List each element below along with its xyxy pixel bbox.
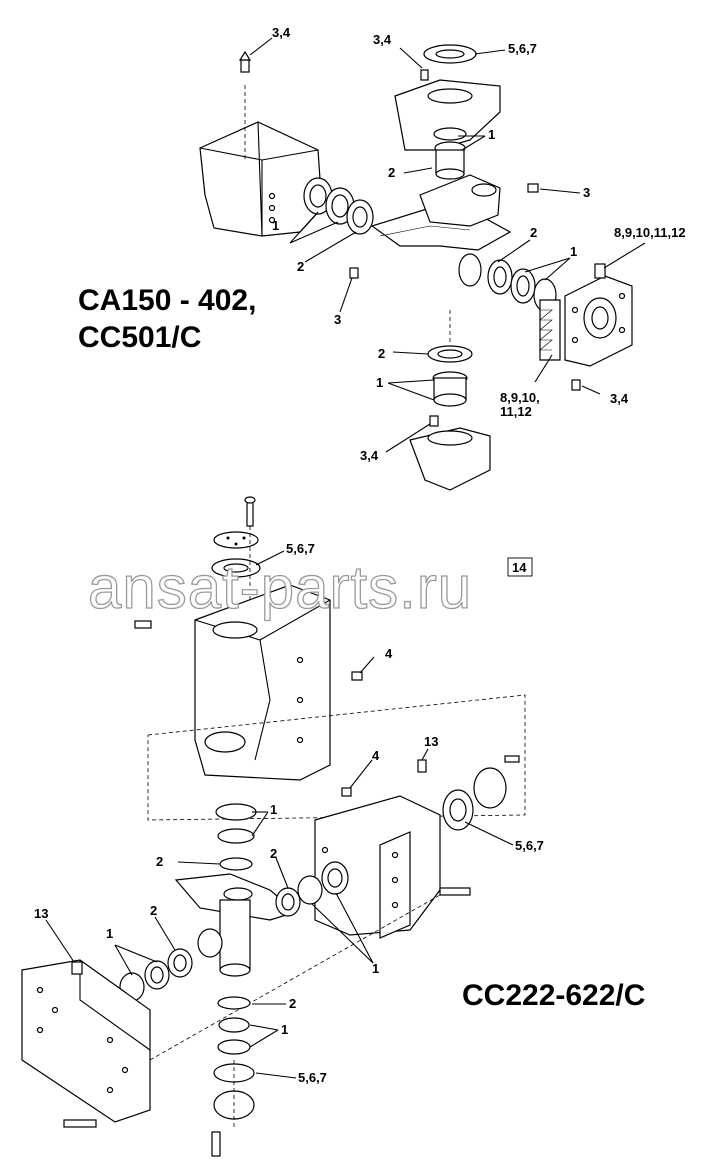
bottom-leader-lines — [45, 550, 514, 1079]
label-2-top-right: 2 — [530, 225, 537, 240]
label-2-top-left: 2 — [297, 259, 304, 274]
label-1-top-left: 1 — [272, 218, 279, 233]
label-2-top-center: 2 — [388, 165, 395, 180]
grease-nipple-4-lower — [341, 787, 352, 797]
label-2-bottom-upper: 2 — [156, 854, 163, 869]
label-2-left: 2 — [150, 903, 157, 918]
bottom-right-bracket — [314, 759, 441, 939]
top-left-bearings — [303, 177, 374, 235]
label-5-6-7-bottom-top: 5,6,7 — [286, 541, 315, 556]
label-14: 14 — [512, 560, 527, 575]
model-label-cc222-622c: CC222-622/C — [462, 979, 645, 1012]
label-4-lower: 4 — [372, 748, 380, 763]
top-shim-stack — [539, 299, 561, 361]
top-leader-lines — [249, 37, 646, 453]
bottom-axle-bearings — [275, 861, 349, 917]
watermark-text: ansat-parts.ru — [88, 554, 472, 621]
label-3-top-right: 3 — [583, 185, 590, 200]
label-4-upper: 4 — [385, 646, 393, 661]
label-3-4-top-left: 3,4 — [272, 25, 291, 40]
bottom-top-plates — [211, 496, 261, 620]
label-1-axle-right: 1 — [372, 961, 379, 976]
label-3-top-lower-left: 3 — [334, 312, 341, 327]
top-lower-bracket — [409, 415, 491, 491]
top-lower-bearings — [427, 310, 473, 407]
top-upper-bracket — [394, 44, 501, 151]
label-13-left: 13 — [34, 906, 48, 921]
label-5-6-7-bottom-lower: 5,6,7 — [298, 1070, 327, 1085]
label-3-4-plate-lower: 3,4 — [610, 391, 629, 406]
bottom-frame-outline — [147, 694, 526, 821]
top-center-bearings — [433, 127, 467, 180]
label-5-6-7-top: 5,6,7 — [508, 41, 537, 56]
bottom-right-plates — [439, 755, 520, 896]
bottom-left-bearings — [119, 948, 193, 1002]
label-2-top-lower: 2 — [378, 346, 385, 361]
bottom-upper-bracket — [134, 584, 331, 781]
label-1-bottom-lower: 1 — [281, 1022, 288, 1037]
top-grease-nipple-left — [238, 50, 252, 73]
label-3-4-top-plate: 3,4 — [373, 32, 392, 47]
bottom-left-plate — [21, 894, 441, 1128]
bottom-kingpin — [174, 803, 298, 977]
label-1-left: 1 — [106, 926, 113, 941]
top-right-plate — [564, 263, 633, 367]
label-8-12-top-right: 8,9,10,11,12 — [614, 225, 686, 240]
top-grease-nipple-left-lower — [349, 267, 359, 279]
grease-nipple-4-upper — [351, 671, 363, 681]
top-grease-nipple-plate-lower — [571, 379, 581, 391]
top-grease-nipple-plate — [420, 69, 429, 81]
item-14-box — [507, 557, 533, 577]
bottom-assembly: 5,6,7 14 4 4 13 5,6,7 1 2 2 13 2 1 1 2 1… — [21, 496, 645, 1157]
top-part-labels: 3,4 3,4 5,6,7 1 2 3 1 2 2 1 8,9,10,11,12… — [272, 25, 686, 463]
label-11-12-shim: 11,12 — [500, 404, 532, 419]
top-frame-bracket — [199, 85, 323, 237]
label-1-bottom-upper: 1 — [270, 802, 277, 817]
label-1-top-lower: 1 — [376, 375, 383, 390]
label-1-top-center: 1 — [488, 127, 495, 142]
label-8-9-10-shim: 8,9,10, — [500, 390, 540, 405]
model-label-cc501c: CC501/C — [78, 321, 201, 354]
label-2-bottom-lower: 2 — [289, 996, 296, 1011]
label-5-6-7-right: 5,6,7 — [515, 838, 544, 853]
label-3-4-bottom-bracket: 3,4 — [360, 448, 379, 463]
label-2-axle-right: 2 — [270, 846, 277, 861]
top-grease-nipple-right — [527, 183, 539, 193]
top-assembly: 3,4 3,4 5,6,7 1 2 3 1 2 2 1 8,9,10,11,12… — [78, 25, 686, 491]
label-1-top-right: 1 — [570, 244, 577, 259]
label-13-right: 13 — [424, 734, 438, 749]
model-label-ca150-402: CA150 - 402, — [78, 284, 256, 317]
bottom-part-labels: 5,6,7 14 4 4 13 5,6,7 1 2 2 13 2 1 1 2 1… — [34, 541, 544, 1085]
top-right-bearings — [458, 253, 557, 312]
bottom-lower-stack — [211, 996, 255, 1157]
